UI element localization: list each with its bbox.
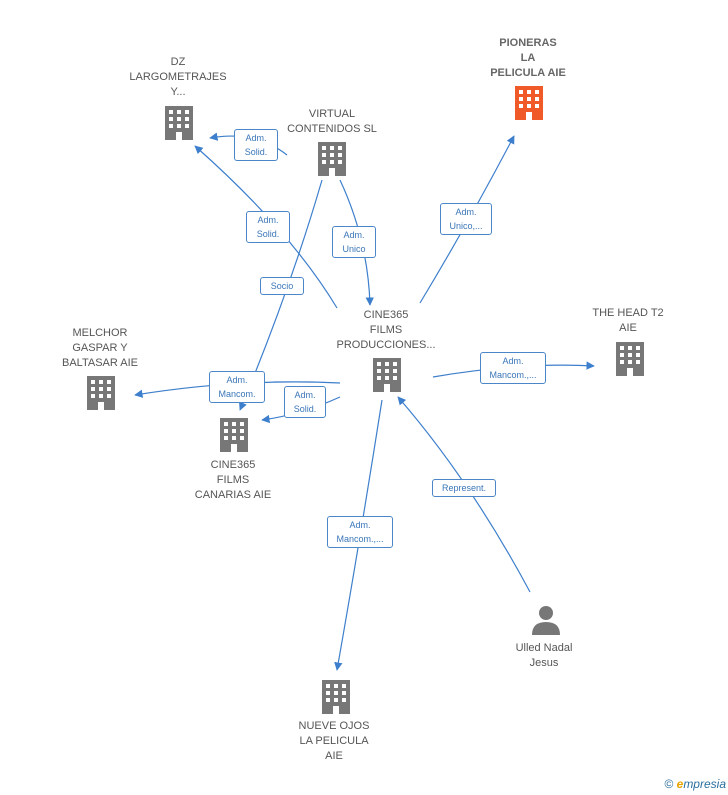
edge-label-cine-thehead: Adm. Mancom.,... <box>480 352 546 384</box>
brand-watermark: © empresia <box>664 777 726 791</box>
brand-e: e <box>676 777 684 791</box>
node-label-virtual[interactable]: VIRTUAL CONTENIDOS SL <box>287 108 377 135</box>
edge-label-ulled-cine: Represent. <box>432 479 496 497</box>
edge-label-virtual-canarias: Socio <box>260 277 304 295</box>
edge-label-virtual-cine: Adm. Unico <box>332 226 376 258</box>
node-label-dz[interactable]: DZ LARGOMETRAJES Y... <box>129 56 227 98</box>
node-label-canarias[interactable]: CINE365 FILMS CANARIAS AIE <box>194 459 272 501</box>
node-label-pioneras[interactable]: PIONERAS LA PELICULA AIE <box>490 37 566 79</box>
edge-label-cine-canarias: Adm. Solid. <box>284 386 326 418</box>
brand-rest: mpresia <box>683 777 726 791</box>
building-icon[interactable] <box>616 342 644 376</box>
building-icon[interactable] <box>87 376 115 410</box>
node-label-cine365[interactable]: CINE365 FILMS PRODUCCIONES... <box>336 309 436 351</box>
node-label-melchor[interactable]: MELCHOR GASPAR Y BALTASAR AIE <box>61 327 138 369</box>
node-label-thehead[interactable]: THE HEAD T2 AIE <box>592 307 664 334</box>
building-icon[interactable] <box>318 142 346 176</box>
building-icon[interactable] <box>220 418 248 452</box>
copyright-symbol: © <box>664 777 674 791</box>
building-icon[interactable] <box>373 358 401 392</box>
edge-label-cine-pioneras: Adm. Unico,... <box>440 203 492 235</box>
building-icon[interactable] <box>515 86 543 120</box>
building-icon[interactable] <box>322 680 350 714</box>
node-label-nuevo[interactable]: NUEVE OJOS LA PELICULA AIE <box>298 720 370 762</box>
edge-label-virtual-dz: Adm. Solid. <box>234 129 278 161</box>
edges <box>134 132 595 671</box>
edge-label-cine-melchor: Adm. Mancom. <box>209 371 265 403</box>
node-label-ulled[interactable]: Ulled Nadal Jesus <box>515 642 573 669</box>
edge-label-cine-nuevo: Adm. Mancom.,... <box>327 516 393 548</box>
building-icon[interactable] <box>165 106 193 140</box>
edge-label-cine-dz: Adm. Solid. <box>246 211 290 243</box>
person-icon[interactable] <box>532 606 560 635</box>
